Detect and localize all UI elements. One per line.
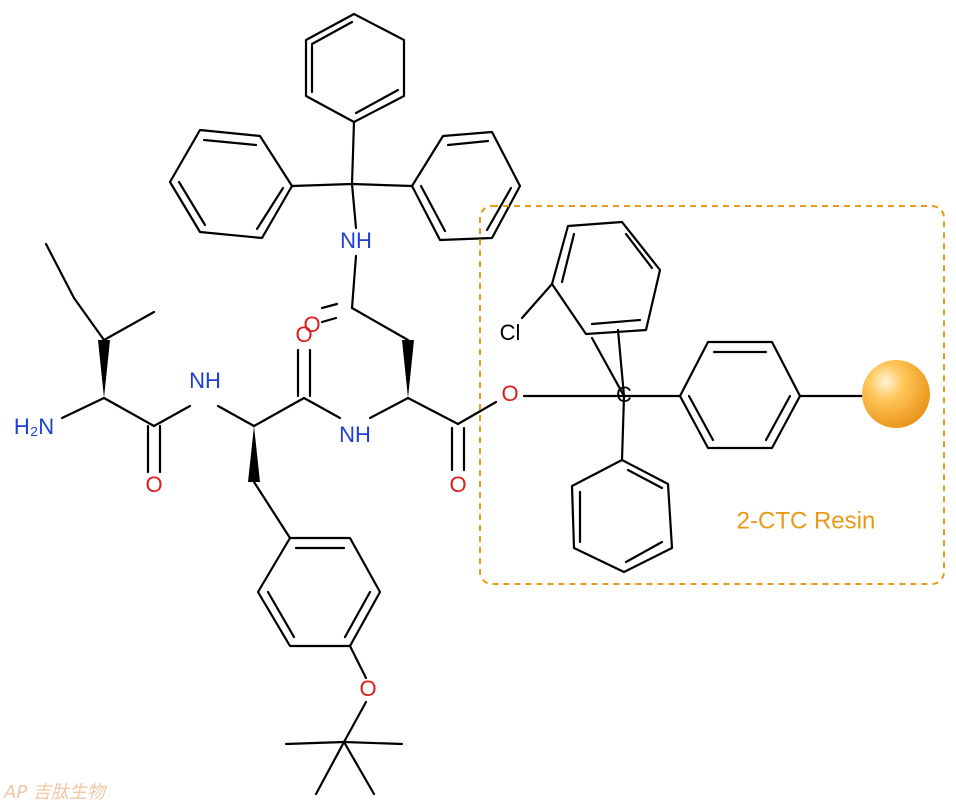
chlorine-label: Cl [500, 320, 521, 345]
nh-tyr-asn-label: NH [339, 422, 371, 447]
resin-highlight-box [479, 205, 945, 585]
oxygen-ile-carbonyl-label: O [145, 472, 162, 497]
watermark-text: AP 吉肽生物 [3, 782, 108, 803]
resin-label: 2-CTC Resin [737, 507, 876, 534]
oxygen-tbu-ether-label: O [359, 676, 376, 701]
h2n-label: H₂N [14, 414, 54, 439]
oxygen-ester-label: O [501, 381, 518, 406]
central-carbon-label: C [616, 382, 632, 407]
bond-lines [44, 12, 866, 796]
stereo-bonds [98, 340, 414, 482]
ile-wedge-bond [98, 340, 110, 398]
oxygen-asn-carbonyl-label: O [449, 472, 466, 497]
resin-bead-icon [862, 360, 930, 428]
nh-ile-tyr-label: NH [189, 368, 221, 393]
asn-wedge-bond [402, 340, 414, 398]
nh-trityl-label: NH [340, 228, 372, 253]
tyr-wedge-bond [248, 426, 260, 482]
oxygen-tyr-carbonyl-label: O [295, 322, 312, 347]
oxygen-asn-side-label: O [303, 312, 320, 337]
